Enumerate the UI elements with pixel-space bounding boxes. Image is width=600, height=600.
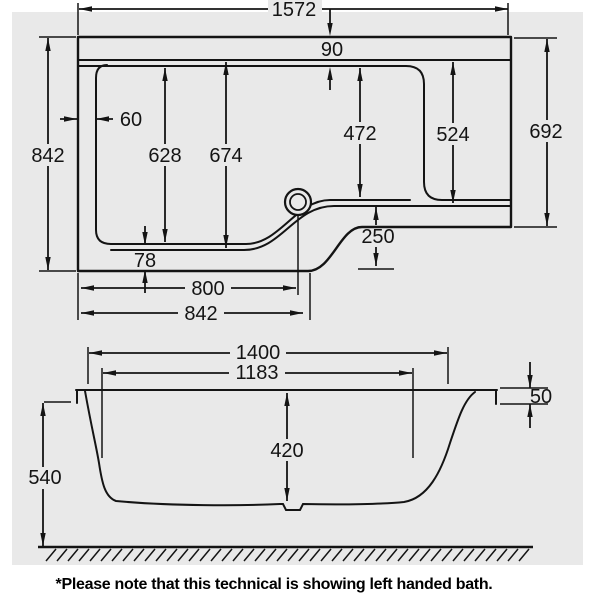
dim-overall-length: 1572 — [272, 0, 317, 21]
dim-inner-depth-floor: 628 — [148, 145, 181, 167]
dim-left-end-depth: 842 — [31, 145, 64, 167]
dim-bottom-rim-width: 78 — [134, 250, 156, 272]
basin-ledge-line — [110, 205, 511, 251]
dim-left-rim-width: 60 — [120, 109, 142, 131]
dim-overall-height: 540 — [28, 467, 61, 489]
dim-inner-length: 1183 — [235, 362, 278, 384]
side-view: 1400 1183 420 50 540 — [24, 342, 552, 562]
top-view-label-masks — [28, 0, 567, 323]
side-view-label-masks — [24, 343, 308, 489]
dim-seat-depth-rim: 524 — [436, 124, 469, 146]
side-view-extension-lines — [44, 347, 548, 458]
dim-inner-depth-rim: 674 — [209, 145, 242, 167]
dim-seat-depth-floor: 472 — [343, 123, 376, 145]
dim-rim-height: 50 — [530, 386, 552, 408]
dim-waste-position: 800 — [191, 278, 224, 300]
bath-profile — [84, 390, 476, 511]
note-text: *Please note that this technical is show… — [56, 576, 493, 593]
dim-shower-end-length: 842 — [184, 303, 217, 325]
waste-outer-circle — [283, 187, 313, 217]
bath-outer-outline — [76, 35, 513, 273]
dim-top-rim-width: 90 — [321, 39, 343, 61]
dim-inner-depth: 420 — [270, 440, 303, 462]
dim-step-depth: 250 — [361, 226, 394, 248]
top-view: 1572 90 842 60 628 674 472 524 692 78 25… — [28, 0, 567, 325]
basin-opening-line — [78, 65, 511, 201]
dim-right-end-depth: 692 — [529, 121, 562, 143]
dim-rim-length: 1400 — [236, 342, 281, 364]
ground-hatching — [45, 548, 530, 562]
waste-inner-circle — [289, 193, 307, 211]
